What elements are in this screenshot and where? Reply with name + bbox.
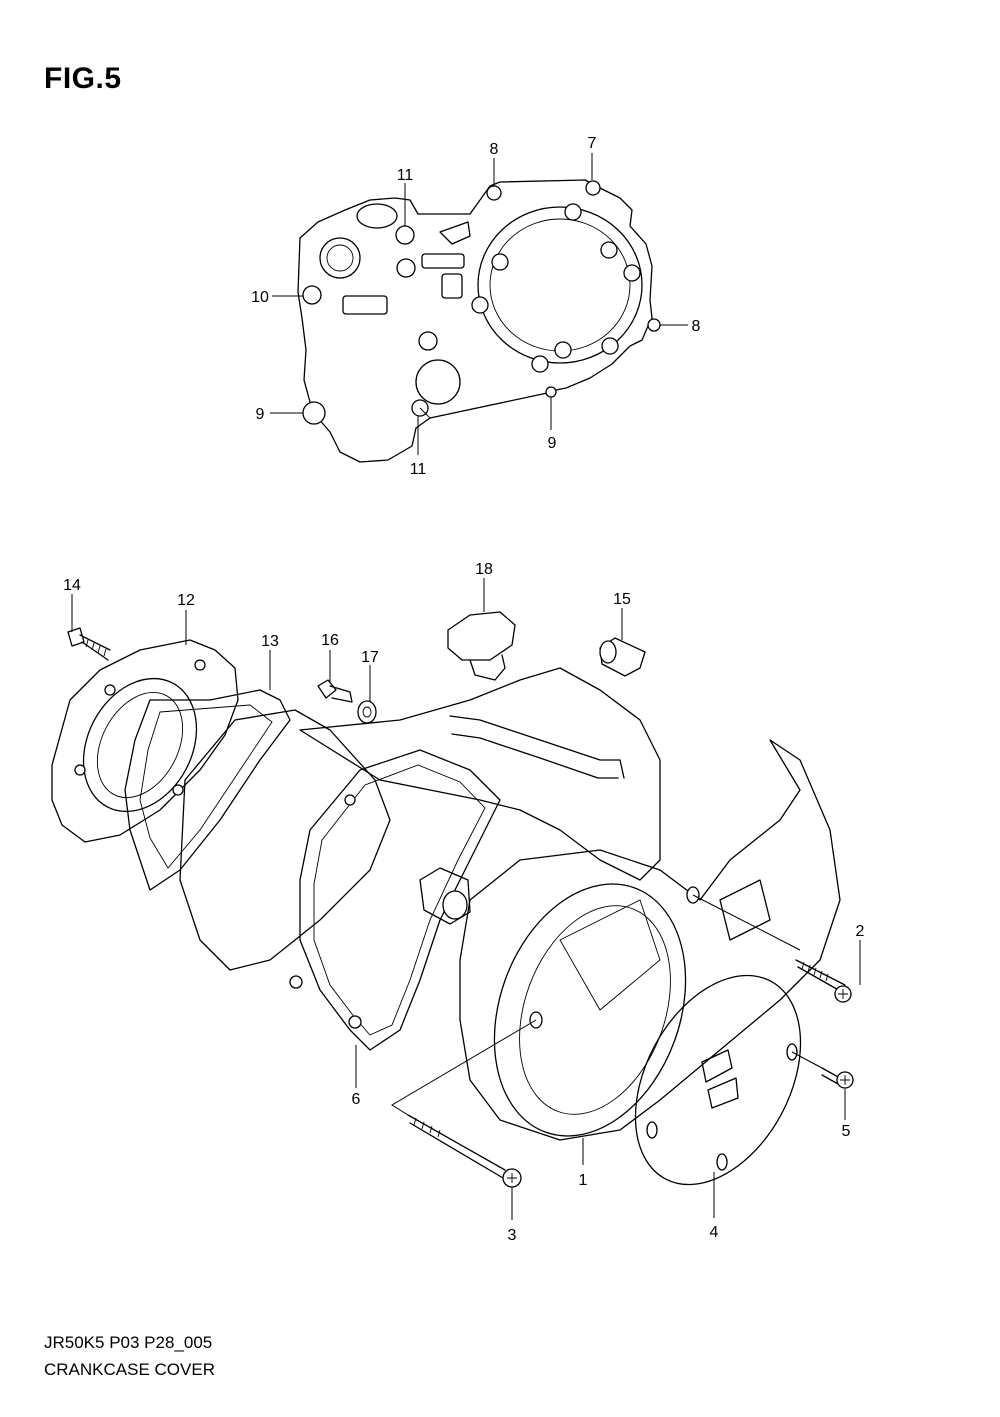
drawing-name: CRANKCASE COVER <box>44 1360 215 1379</box>
callout-14: 14 <box>63 577 81 594</box>
part-4-cap <box>634 974 802 1186</box>
callout-5: 5 <box>842 1123 851 1140</box>
part-1-crankcase-cover <box>459 739 841 1141</box>
callout-17: 17 <box>361 649 379 666</box>
figure-title: FIG.5 <box>44 62 122 95</box>
callout-3: 3 <box>508 1227 517 1244</box>
alignment-lines <box>391 894 823 1116</box>
part-18-oil-cap <box>447 611 516 681</box>
callout-2: 2 <box>856 923 865 940</box>
callout-13: 13 <box>261 633 279 650</box>
drawing-code: JR50K5 P03 P28_005 <box>44 1333 213 1352</box>
part-2-bolt <box>795 959 852 1003</box>
callout-15: 15 <box>613 591 631 608</box>
callout-12: 12 <box>177 592 195 609</box>
part-13-gasket <box>124 689 291 891</box>
part-5-screw <box>821 1067 854 1089</box>
callout-9-bottom: 9 <box>548 435 557 452</box>
part-16-bolt <box>317 679 353 703</box>
callout-11-bottom: 11 <box>410 461 427 478</box>
hose <box>449 715 625 779</box>
callout-labels: 7 8 8 9 9 10 11 11 1 2 3 4 5 6 12 13 14 … <box>63 135 864 1244</box>
part-15-dowel <box>599 637 646 677</box>
gasket-drawing <box>297 179 661 463</box>
part-14-bolt <box>67 627 111 661</box>
callout-16: 16 <box>321 632 339 649</box>
gasket-bolt-holes <box>471 180 661 398</box>
callout-10: 10 <box>251 289 269 306</box>
callout-9-left: 9 <box>256 406 265 423</box>
callout-6: 6 <box>352 1091 361 1108</box>
callout-11-top: 11 <box>397 167 414 184</box>
part-3-bolt <box>407 1114 522 1188</box>
main-crankcase-body <box>179 667 661 1051</box>
part-12-cover-plate <box>51 639 239 843</box>
callout-7: 7 <box>588 135 597 152</box>
part-17-washer <box>357 700 377 724</box>
callout-1: 1 <box>579 1172 588 1189</box>
callout-8-right: 8 <box>692 318 701 335</box>
callout-leaders <box>71 153 861 1220</box>
callout-4: 4 <box>710 1224 719 1241</box>
callout-8-top: 8 <box>490 141 499 158</box>
callout-18: 18 <box>475 561 493 578</box>
